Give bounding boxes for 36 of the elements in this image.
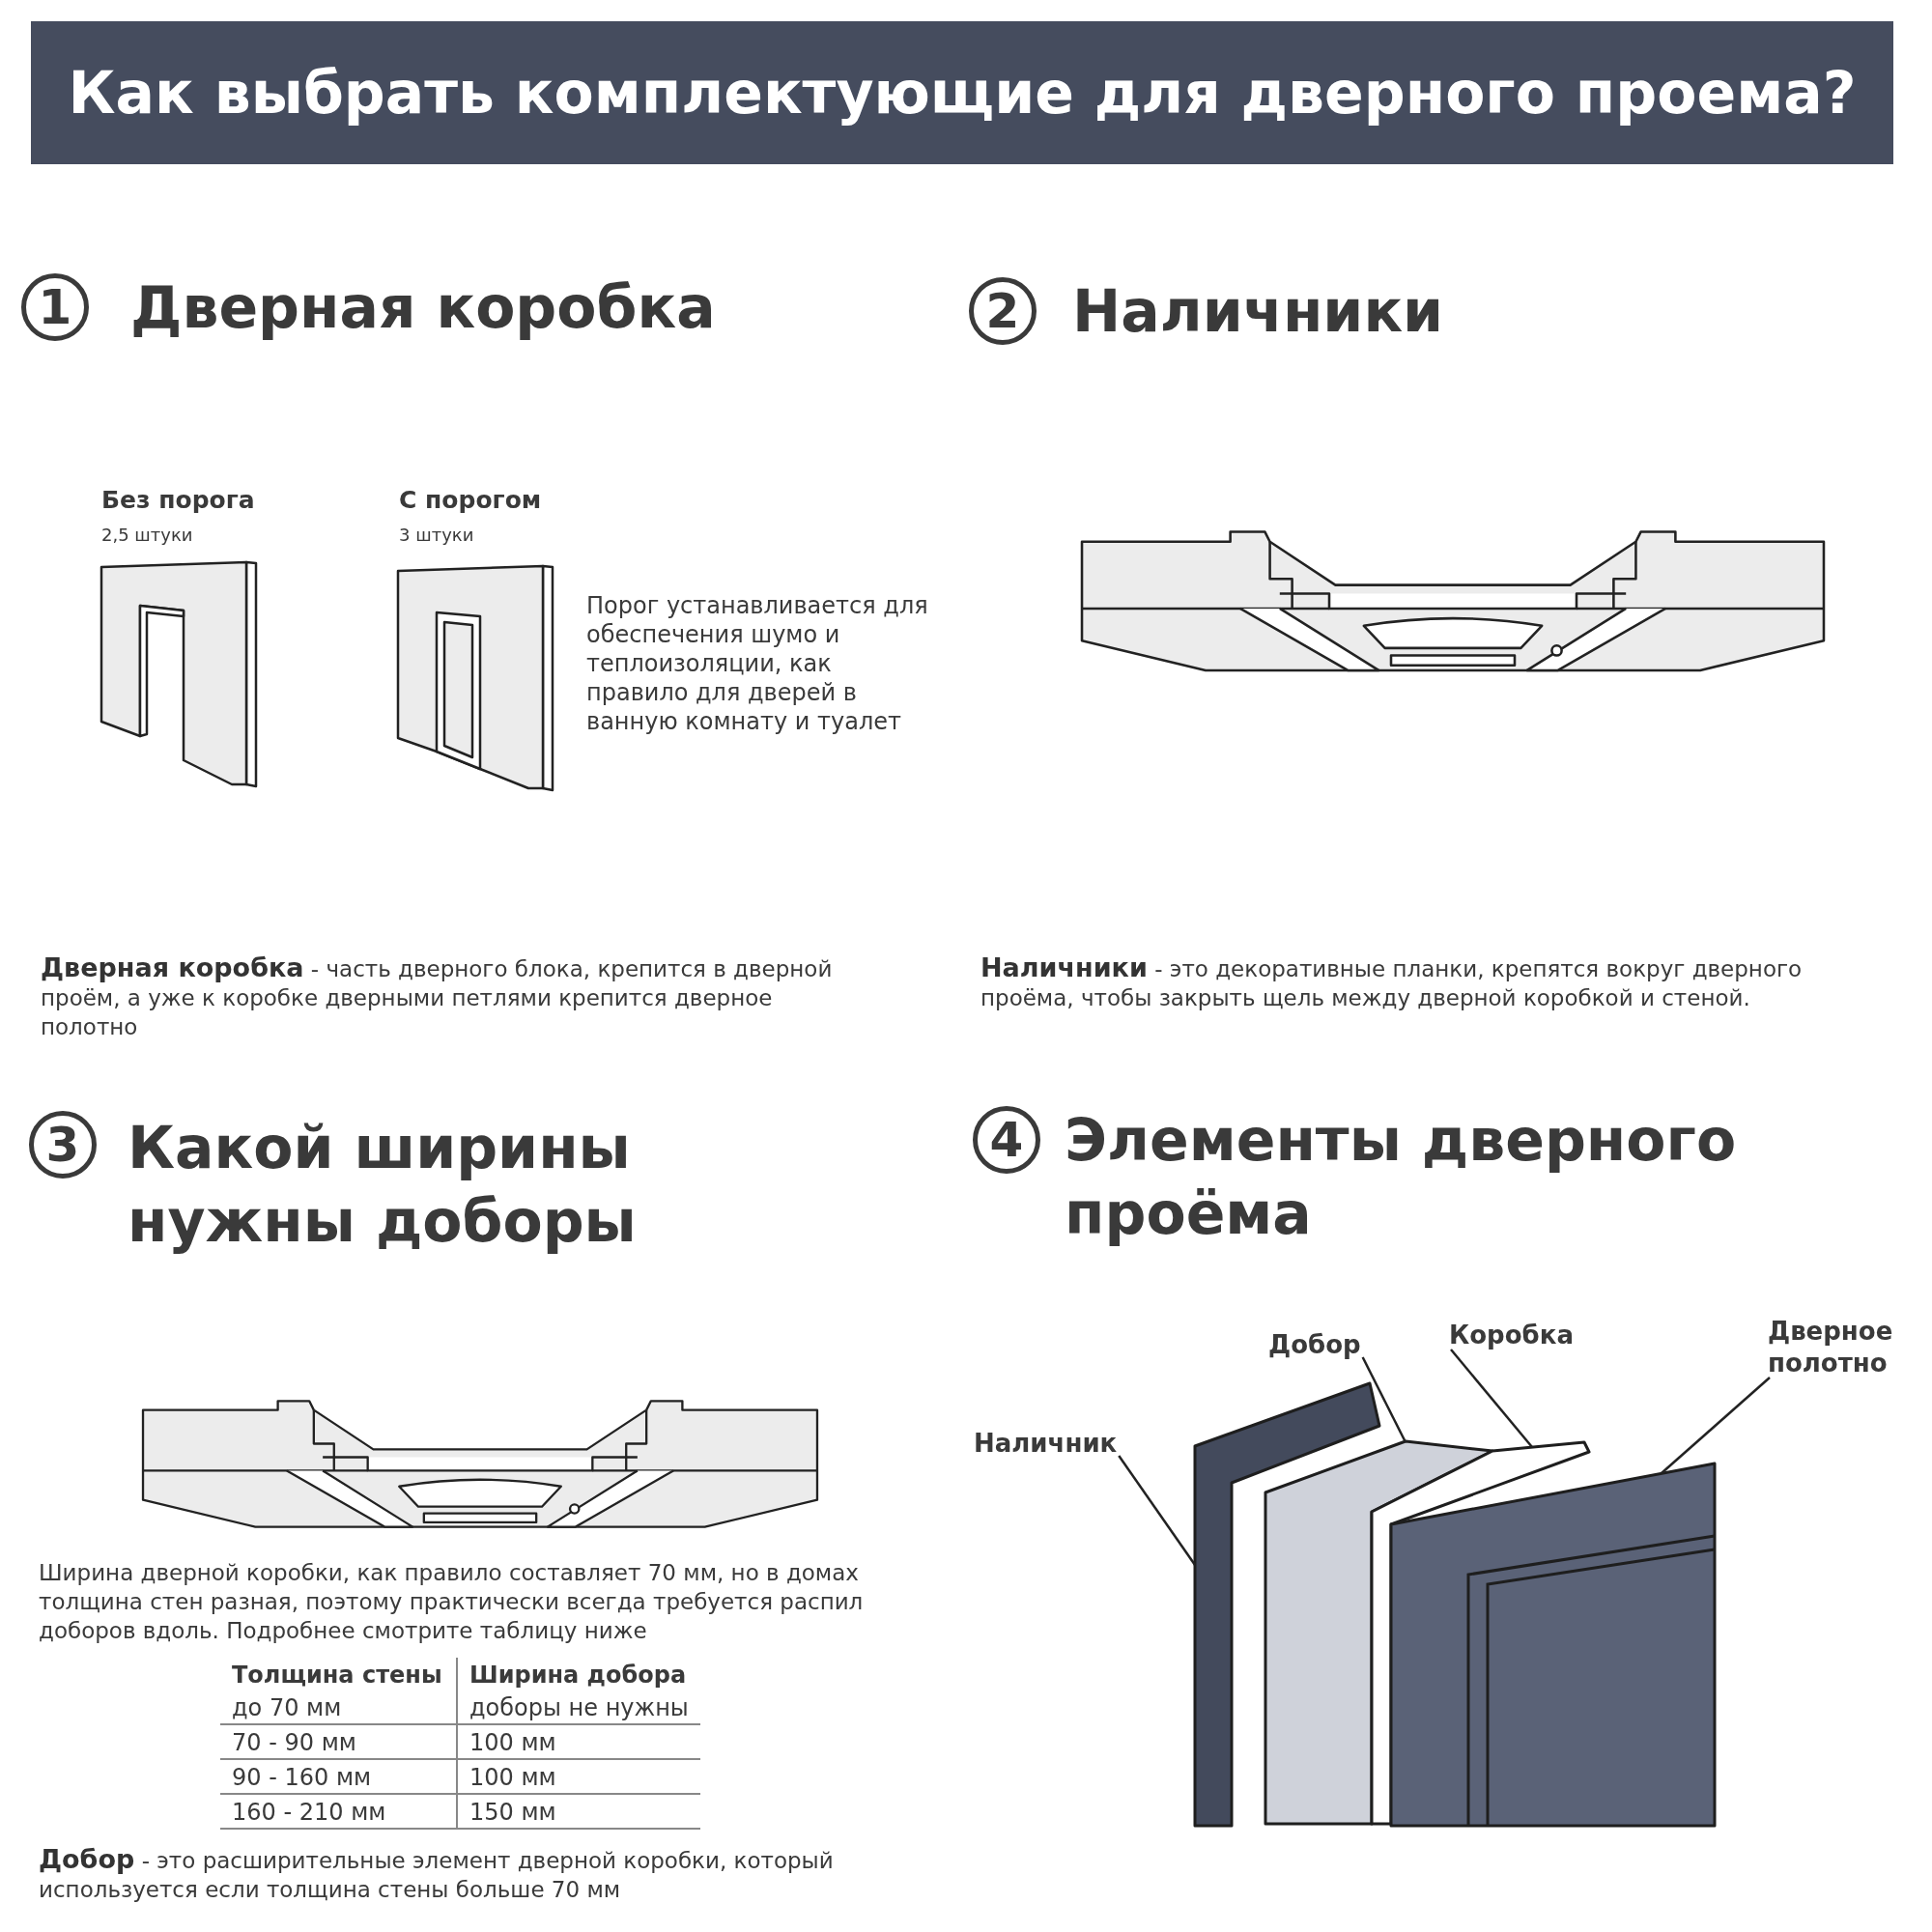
title-banner: Как выбрать комплектующие для дверного проема?: [31, 21, 1893, 164]
caption-heading: С порогом: [399, 486, 542, 514]
leader-line: [1361, 1356, 1407, 1443]
section-heading: Наличники: [1072, 276, 1445, 347]
part-label: Коробка: [1449, 1320, 1574, 1351]
section-heading: Дверная коробка: [130, 272, 717, 343]
note-text: Порог устанавливается для обеспечения шумо и теплоизоляции, как правило для дверей в ванную комнату и туалет: [586, 591, 929, 736]
caption-text: 2,5 штуки: [101, 525, 193, 545]
caption-heading: Без порога: [101, 486, 255, 514]
part-label: Дверное полотно: [1768, 1316, 1893, 1379]
table-cell: 70 - 90 мм: [220, 1724, 457, 1759]
section-heading: Какой ширины нужны доборы: [128, 1113, 638, 1257]
part-label: Добор: [1268, 1329, 1361, 1361]
table-cell: до 70 мм: [220, 1690, 457, 1724]
description-text: Добор - это расширительные элемент дверной коробки, который используется если толщина стены больше 70 мм: [39, 1845, 835, 1904]
part-label: Наличник: [974, 1428, 1118, 1460]
table-cell: 150 мм: [457, 1794, 700, 1829]
step-number-circle: 2: [969, 277, 1037, 345]
step-number-circle: 4: [973, 1106, 1040, 1174]
section-heading: Элементы дверного проёма: [1065, 1105, 1738, 1249]
description-text: Дверная коробка - часть дверного блока, крепится в дверной проём, а уже к коробке дверными петлями крепится дверное полотно: [41, 953, 833, 1041]
step-number-circle: 1: [21, 273, 89, 341]
table-cell: 90 - 160 мм: [220, 1759, 457, 1794]
caption-text: 3 штуки: [399, 525, 474, 545]
table-header-cell: Толщина стены: [220, 1658, 457, 1690]
leader-line: [1661, 1377, 1771, 1474]
table-cell: 160 - 210 мм: [220, 1794, 457, 1829]
table-cell: доборы не нужны: [457, 1690, 700, 1724]
description-text: Наличники - это декоративные планки, крепятся вокруг дверного проёма, чтобы закрыть щель между дверной коробкой и стеной.: [980, 953, 1804, 1012]
table-cell: 100 мм: [457, 1759, 700, 1794]
table-header-cell: Ширина добора: [457, 1658, 700, 1690]
leader-line: [1450, 1349, 1533, 1448]
table-cell: 100 мм: [457, 1724, 700, 1759]
step-number-circle: 3: [29, 1111, 97, 1179]
leader-line: [1118, 1455, 1197, 1566]
description-text: Ширина дверной коробки, как правило составляет 70 мм, но в домах толщина стен разная, поэтому практически всегда требуется распил доборов вдоль. Подробнее смотрите таблицу ниже: [39, 1559, 865, 1645]
